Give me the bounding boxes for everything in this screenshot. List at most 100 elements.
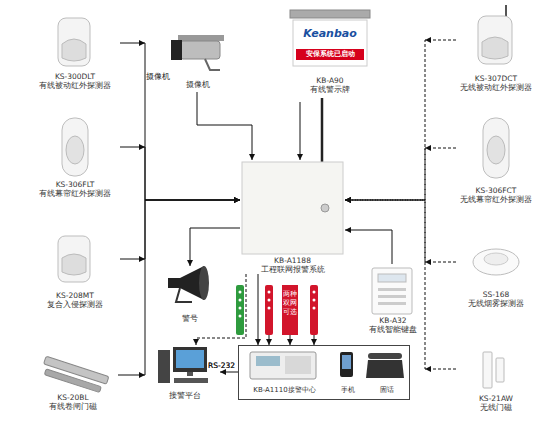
antenna	[505, 5, 507, 16]
detector-lens	[66, 136, 84, 164]
wired-link	[118, 200, 240, 375]
wired-link	[120, 43, 240, 200]
node-caption: KS-307DCT 无线被动红外探测器	[460, 74, 532, 92]
node-caption: KS-300DLT 有线被动红外探测器	[39, 72, 111, 90]
computer-monitor	[173, 347, 207, 372]
keypad-screen	[378, 274, 406, 282]
stick-dot	[268, 291, 271, 294]
wired-link	[120, 200, 240, 259]
detector-lens	[62, 254, 86, 275]
siren-bracket	[176, 288, 192, 302]
wireless-link	[345, 148, 456, 200]
landline-handset	[368, 353, 402, 359]
monitoring-platform: 接警平台	[150, 345, 220, 403]
node-caption: KB-A1110接警中心	[247, 386, 322, 394]
node-caption: 手机	[335, 386, 361, 394]
sign-text: 安保系统已启动	[288, 50, 372, 58]
camera: 摄像机	[165, 30, 230, 92]
node-caption: KB-A90 有线警示牌	[300, 76, 360, 94]
stick-dot	[239, 307, 242, 310]
landline-phone: 固话	[367, 350, 407, 398]
wired-curtain-detector: KS-306FLT 有线幕帘红外探测器	[30, 115, 120, 205]
keypad-keys	[378, 288, 406, 291]
wired-link	[190, 228, 240, 266]
detector-lens	[62, 39, 86, 61]
network-module: 两种双网可选	[282, 285, 298, 335]
detector-lens	[487, 136, 505, 164]
wired-link	[290, 335, 291, 345]
smoke-detector-body	[473, 249, 519, 275]
monitor-stand	[187, 372, 193, 376]
wireless-link	[345, 200, 456, 262]
node-caption: KB-A32 有线智能键盘	[362, 316, 424, 334]
wireless-door-contact: KS-21AW 无线门磁	[456, 348, 536, 414]
node-caption: 接警平台	[150, 391, 220, 400]
camera-hood	[178, 35, 224, 41]
sign-board	[293, 20, 367, 66]
receiving-center: KB-A1110接警中心	[247, 350, 322, 398]
receiver-group: KB-A1110接警中心 手机固话	[238, 345, 410, 400]
free-label: 摄像机	[146, 72, 170, 81]
node-caption: KS-21AW 无线门磁	[466, 394, 526, 412]
sign-brand: Keanbao	[288, 27, 372, 40]
keypad-body	[372, 268, 412, 314]
wired-pir-detector: KS-300DLT 有线被动红外探测器	[30, 15, 120, 95]
door-contact-bars	[41, 356, 109, 394]
network-stick	[310, 285, 318, 335]
bus-arrow-head	[139, 40, 145, 46]
computer-screen	[176, 350, 204, 368]
detector-lens	[482, 37, 508, 59]
keypad-keys	[378, 302, 406, 305]
stick-dot	[239, 299, 242, 302]
camera-body	[180, 41, 220, 59]
node-caption: KB-A1188 工程联网报警系统	[253, 256, 333, 274]
keypad-keys	[378, 295, 406, 298]
smoke-detector: SS-168 无线烟雾探测器	[456, 240, 536, 312]
wired-link	[197, 92, 252, 160]
siren: 警号	[160, 266, 220, 326]
alarm-panel: KB-A1188 工程联网报警系统	[240, 160, 345, 274]
bus-arrow-head	[139, 256, 145, 262]
node-caption: 摄像机	[165, 80, 230, 89]
smoke-detector-cap	[484, 253, 508, 265]
stick-dot	[313, 307, 316, 310]
phone-body	[340, 352, 353, 377]
siren-mouth	[199, 266, 209, 300]
detector-body	[58, 236, 90, 282]
wired-link	[120, 147, 240, 200]
node-caption: 警号	[160, 314, 220, 323]
wired-link	[345, 230, 392, 264]
stick-dot	[268, 307, 271, 310]
rolling-door-contact: KS-20BL 有线卷闸门磁	[28, 355, 118, 413]
wired-link	[300, 102, 301, 160]
bus-arrow-head	[139, 372, 145, 378]
computer-keyboard	[174, 378, 208, 383]
stick-wire	[314, 335, 315, 345]
computer-tower	[158, 350, 170, 383]
stick-wire	[269, 335, 270, 345]
bus-arrow-head	[425, 366, 431, 372]
phone-screen	[342, 355, 351, 369]
stick-dot	[313, 291, 316, 294]
bus-arrow-head	[139, 144, 145, 150]
node-caption: KS-306FCT 无线幕帘红外探测器	[460, 186, 532, 204]
receiver-keys	[285, 356, 311, 374]
wireless-curtain-detector: KS-306FCT 无线幕帘红外探测器	[456, 112, 536, 207]
siren-horn	[168, 266, 204, 300]
network-stick	[265, 285, 273, 335]
stick-dot	[239, 315, 242, 318]
dual-tech-detector: KS-208MT 复合入侵探测器	[30, 233, 120, 313]
detector-body	[58, 18, 90, 66]
sign-bar	[290, 10, 370, 18]
antenna	[321, 98, 324, 162]
contact-bar	[44, 369, 101, 393]
bus-arrow-head	[425, 37, 431, 43]
contact-body	[483, 352, 492, 388]
node-caption: KS-20BL 有线卷闸门磁	[37, 393, 109, 411]
keypad: KB-A32 有线智能键盘	[362, 264, 424, 344]
panel-cabinet	[242, 162, 343, 254]
